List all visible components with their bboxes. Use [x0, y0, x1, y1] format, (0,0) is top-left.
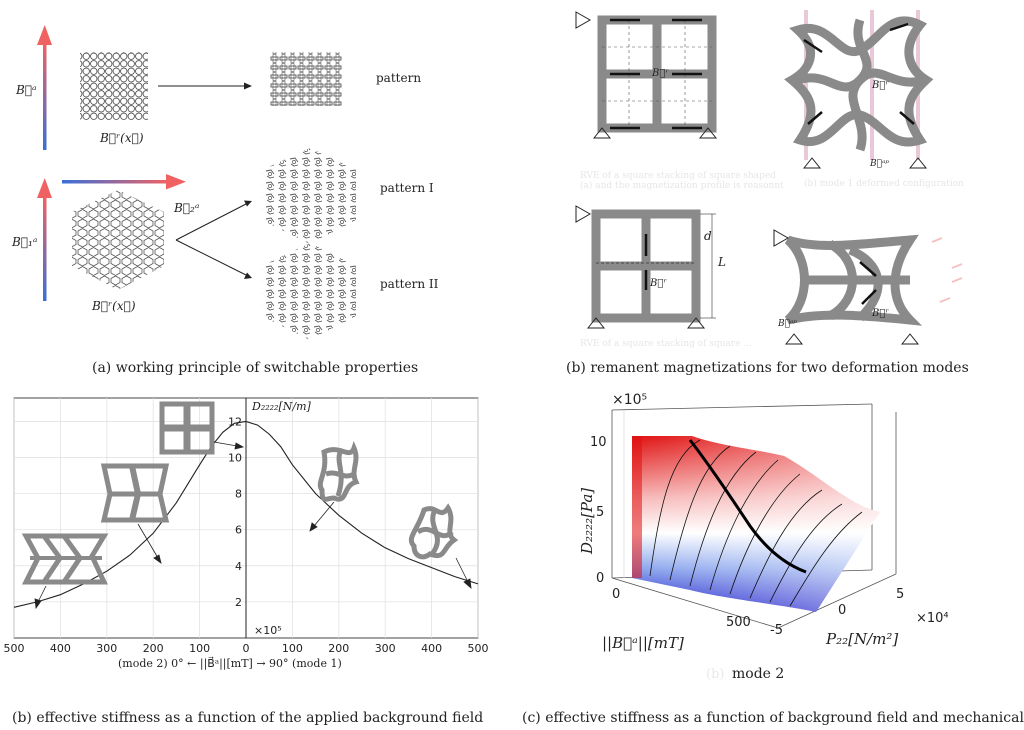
hex-pattern-2 [262, 243, 356, 340]
y-exponent: ×10⁴ [916, 611, 949, 626]
caption-panel-b-top: (b) remanent magnetizations for two defo… [566, 360, 969, 376]
label-pattern-i: pattern I [380, 181, 434, 195]
rve-mode1-deformed: B⃗ʳ B⃗ᵃᵖ [784, 10, 934, 169]
label-b1a: B⃗₁ᵃ [11, 235, 37, 249]
z-tick-1: 5 [596, 505, 604, 520]
svg-text:L: L [717, 255, 726, 269]
surface-exponent: ×10⁵ [612, 392, 647, 408]
chart-y-label: D₂₂₂₂[N/m] [251, 400, 312, 413]
svg-text:RVE of a square stacking of sq: RVE of a square stacking of square shape… [580, 171, 776, 181]
surface-y-label: P₂₂[N/m²] [825, 630, 898, 648]
field-arrow-b1a [37, 178, 52, 301]
x-tick-label: 100 [189, 642, 210, 655]
label-b2a: B⃗₂ᵃ [173, 201, 199, 215]
chart-y-exponent: ×10⁵ [254, 624, 282, 637]
inset-undeformed-square [159, 401, 215, 455]
x-tick-label: 500 [468, 642, 489, 655]
highlight-curve [688, 439, 807, 574]
y-tick-2: 5 [896, 587, 904, 602]
label-pattern: pattern [376, 71, 421, 85]
x-tick-label: 300 [375, 642, 396, 655]
field-arrow-b2a [62, 174, 186, 190]
y-tick-label: 8 [235, 488, 242, 501]
x-tick-0: 0 [612, 587, 620, 602]
y-tick-label: 2 [235, 596, 242, 609]
rve-mode2-deformed: B⃗ᵃᵖ B⃗ʳ [773, 229, 963, 345]
inset-mode2-chevron [21, 533, 109, 585]
svg-text:B⃗ʳ: B⃗ʳ [871, 80, 889, 91]
mode-label: mode 2 [732, 666, 784, 682]
svg-text:RVE of a square stacking of sq: RVE of a square stacking of square ... [580, 339, 752, 349]
x-tick-label: 200 [328, 642, 349, 655]
surface-plot: ×10⁵ 0 5 10 0 500 -5 0 5 ×10⁴ D₂₂₂₂[Pa] … [578, 392, 949, 682]
z-tick-0: 0 [596, 571, 604, 586]
svg-text:B⃗ʳ: B⃗ʳ [871, 308, 889, 319]
panel-a-figure: B⃗ᵃ B⃗ʳ(x⃗) pattern B⃗₁ᵃ B⃗₂ᵃ B⃗ʳ(x⃗) pa… [11, 25, 439, 340]
pointer-arrows [34, 441, 472, 610]
square-lattice [80, 52, 148, 120]
surface-x-label: ||B⃗ᵃ||[mT] [602, 634, 684, 652]
x-tick-label: 400 [421, 642, 442, 655]
hex-lattice [72, 190, 164, 290]
y-tick-label: 10 [228, 452, 242, 465]
x-tick-label: 0 [243, 642, 250, 655]
label-ba: B⃗ᵃ [15, 83, 37, 97]
chart-x-label: (mode 2) 0° ← ||B⃗ᵃ||[mT] → 90° (mode 1) [118, 656, 342, 671]
mode-prefix: (b) [706, 667, 724, 682]
field-arrow-ba [37, 25, 52, 150]
inset-mode1-twist [317, 440, 360, 502]
hex-pattern-1 [262, 148, 356, 244]
label-pattern-ii: pattern II [380, 277, 439, 291]
panel-b-rve-figure: B⃗ʳ B⃗ʳ B⃗ᵃᵖ RVE of a square stacking of… [575, 10, 964, 349]
x-tick-label: 100 [282, 642, 303, 655]
y-tick-label: 4 [235, 560, 242, 573]
surface-contours [649, 439, 863, 607]
y-tick-1: 0 [838, 603, 846, 618]
y-tick-label: 6 [235, 524, 242, 537]
inset-mode1-strong-twist [408, 503, 459, 560]
inset-mode2-partial [100, 463, 170, 523]
x-tick-label: 400 [50, 642, 71, 655]
x-tick-label: 300 [96, 642, 117, 655]
svg-text:B⃗ʳ: B⃗ʳ [651, 68, 669, 79]
x-tick-label: 500 [4, 642, 25, 655]
rve-mode1-undeformed: B⃗ʳ [575, 11, 718, 139]
x-tick-label: 200 [143, 642, 164, 655]
chart-grid [13, 398, 479, 638]
x-tick-1: 500 [726, 615, 751, 630]
svg-text:B⃗ᵃᵖ: B⃗ᵃᵖ [869, 159, 889, 169]
caption-panel-c: (c) effective stiffness as a function of… [522, 710, 1024, 726]
square-pattern [270, 52, 342, 106]
svg-text:(a) and the magnetization prof: (a) and the magnetization profile is rea… [580, 180, 784, 191]
caption-panel-a: (a) working principle of switchable prop… [92, 360, 419, 376]
z-tick-2: 10 [590, 435, 607, 450]
surface-z-label: D₂₂₂₂[Pa] [578, 488, 596, 555]
caption-panel-b-chart: (b) effective stiffness as a function of… [12, 710, 484, 726]
svg-text:d: d [704, 229, 712, 243]
label-br-1: B⃗ʳ(x⃗) [99, 131, 144, 145]
label-br-2: B⃗ʳ(x⃗) [91, 299, 136, 313]
y-tick-0: -5 [770, 623, 783, 638]
rve-mode2-undeformed: d L B⃗ʳ [575, 205, 726, 329]
svg-text:(b) mode 1 deformed configurat: (b) mode 1 deformed configuration [804, 178, 964, 189]
svg-text:B⃗ʳ: B⃗ʳ [649, 278, 667, 289]
svg-text:B⃗ᵃᵖ: B⃗ᵃᵖ [777, 319, 797, 329]
